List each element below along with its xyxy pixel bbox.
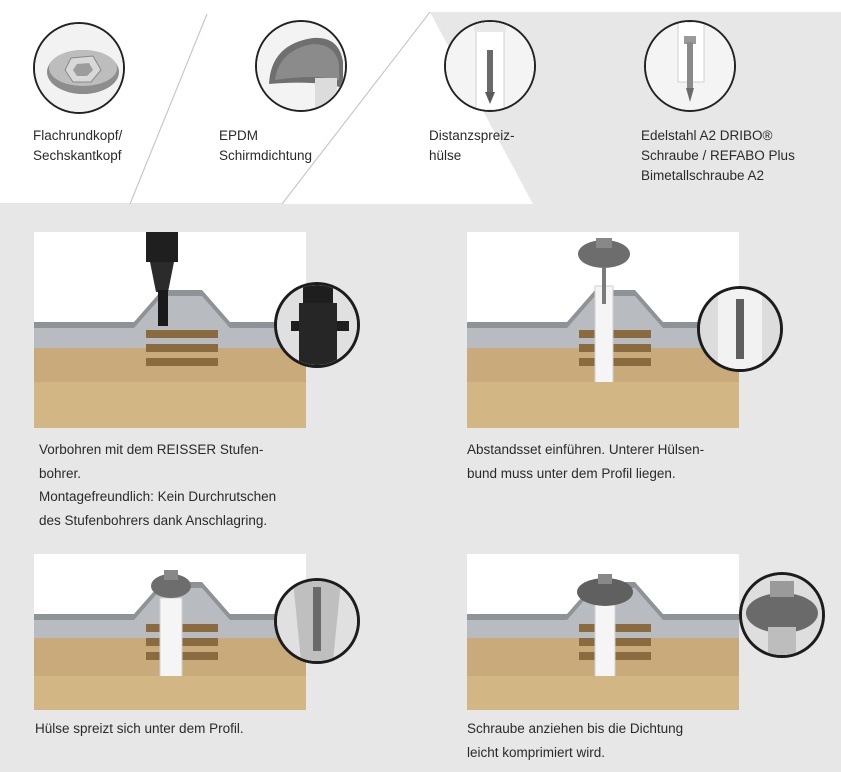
caption-line: leicht komprimiert wird. <box>467 744 606 760</box>
step-3-image <box>34 554 306 710</box>
caption-line: bund muss unter dem Profil liegen. <box>467 465 676 481</box>
step-1-caption: Vorbohren mit dem REISSER Stufen- bohrer… <box>39 438 276 532</box>
component-label-flat-head: Flachrundkopf/ Sechskantkopf <box>33 128 123 163</box>
caption-line: Vorbohren mit dem REISSER Stufen- <box>39 442 264 457</box>
flat-head-screw-icon <box>33 22 125 114</box>
step-4-caption: Schraube anziehen bis die Dichtung leich… <box>467 717 683 764</box>
component-label-sleeve: Distanzspreiz- hülse <box>429 128 515 163</box>
caption-line: bohrer. <box>39 465 82 481</box>
caption-line: Hülse spreizt sich unter dem Profil. <box>35 721 244 736</box>
component-label-epdm: EPDM Schirmdichtung <box>219 128 313 163</box>
step-4-detail-zoom <box>739 572 825 658</box>
step-3-detail-zoom <box>274 578 360 664</box>
spacer-sleeve-icon <box>444 20 536 112</box>
step-1-detail-zoom <box>274 282 360 368</box>
component-label-screw: Edelstahl A2 DRIBO® Schraube / REFABO Pl… <box>641 128 795 183</box>
caption-line: des Stufenbohrers dank Anschlagring. <box>39 512 268 528</box>
step-2-caption: Abstandsset einführen. Unterer Hülsen- b… <box>467 438 704 485</box>
caption-line: Montagefreundlich: Kein Durchrutschen <box>39 489 277 504</box>
stainless-screw-icon <box>644 20 736 112</box>
step-4-image <box>467 554 739 710</box>
step-2-detail-zoom <box>697 286 783 372</box>
caption-line: Abstandsset einführen. Unterer Hülsen- <box>467 442 705 457</box>
step-1-image <box>34 232 306 428</box>
caption-line: Schraube anziehen bis die Dichtung <box>467 721 684 736</box>
step-3-caption: Hülse spreizt sich unter dem Profil. <box>35 717 244 741</box>
epdm-seal-icon <box>255 20 347 112</box>
step-2-image <box>467 232 739 428</box>
